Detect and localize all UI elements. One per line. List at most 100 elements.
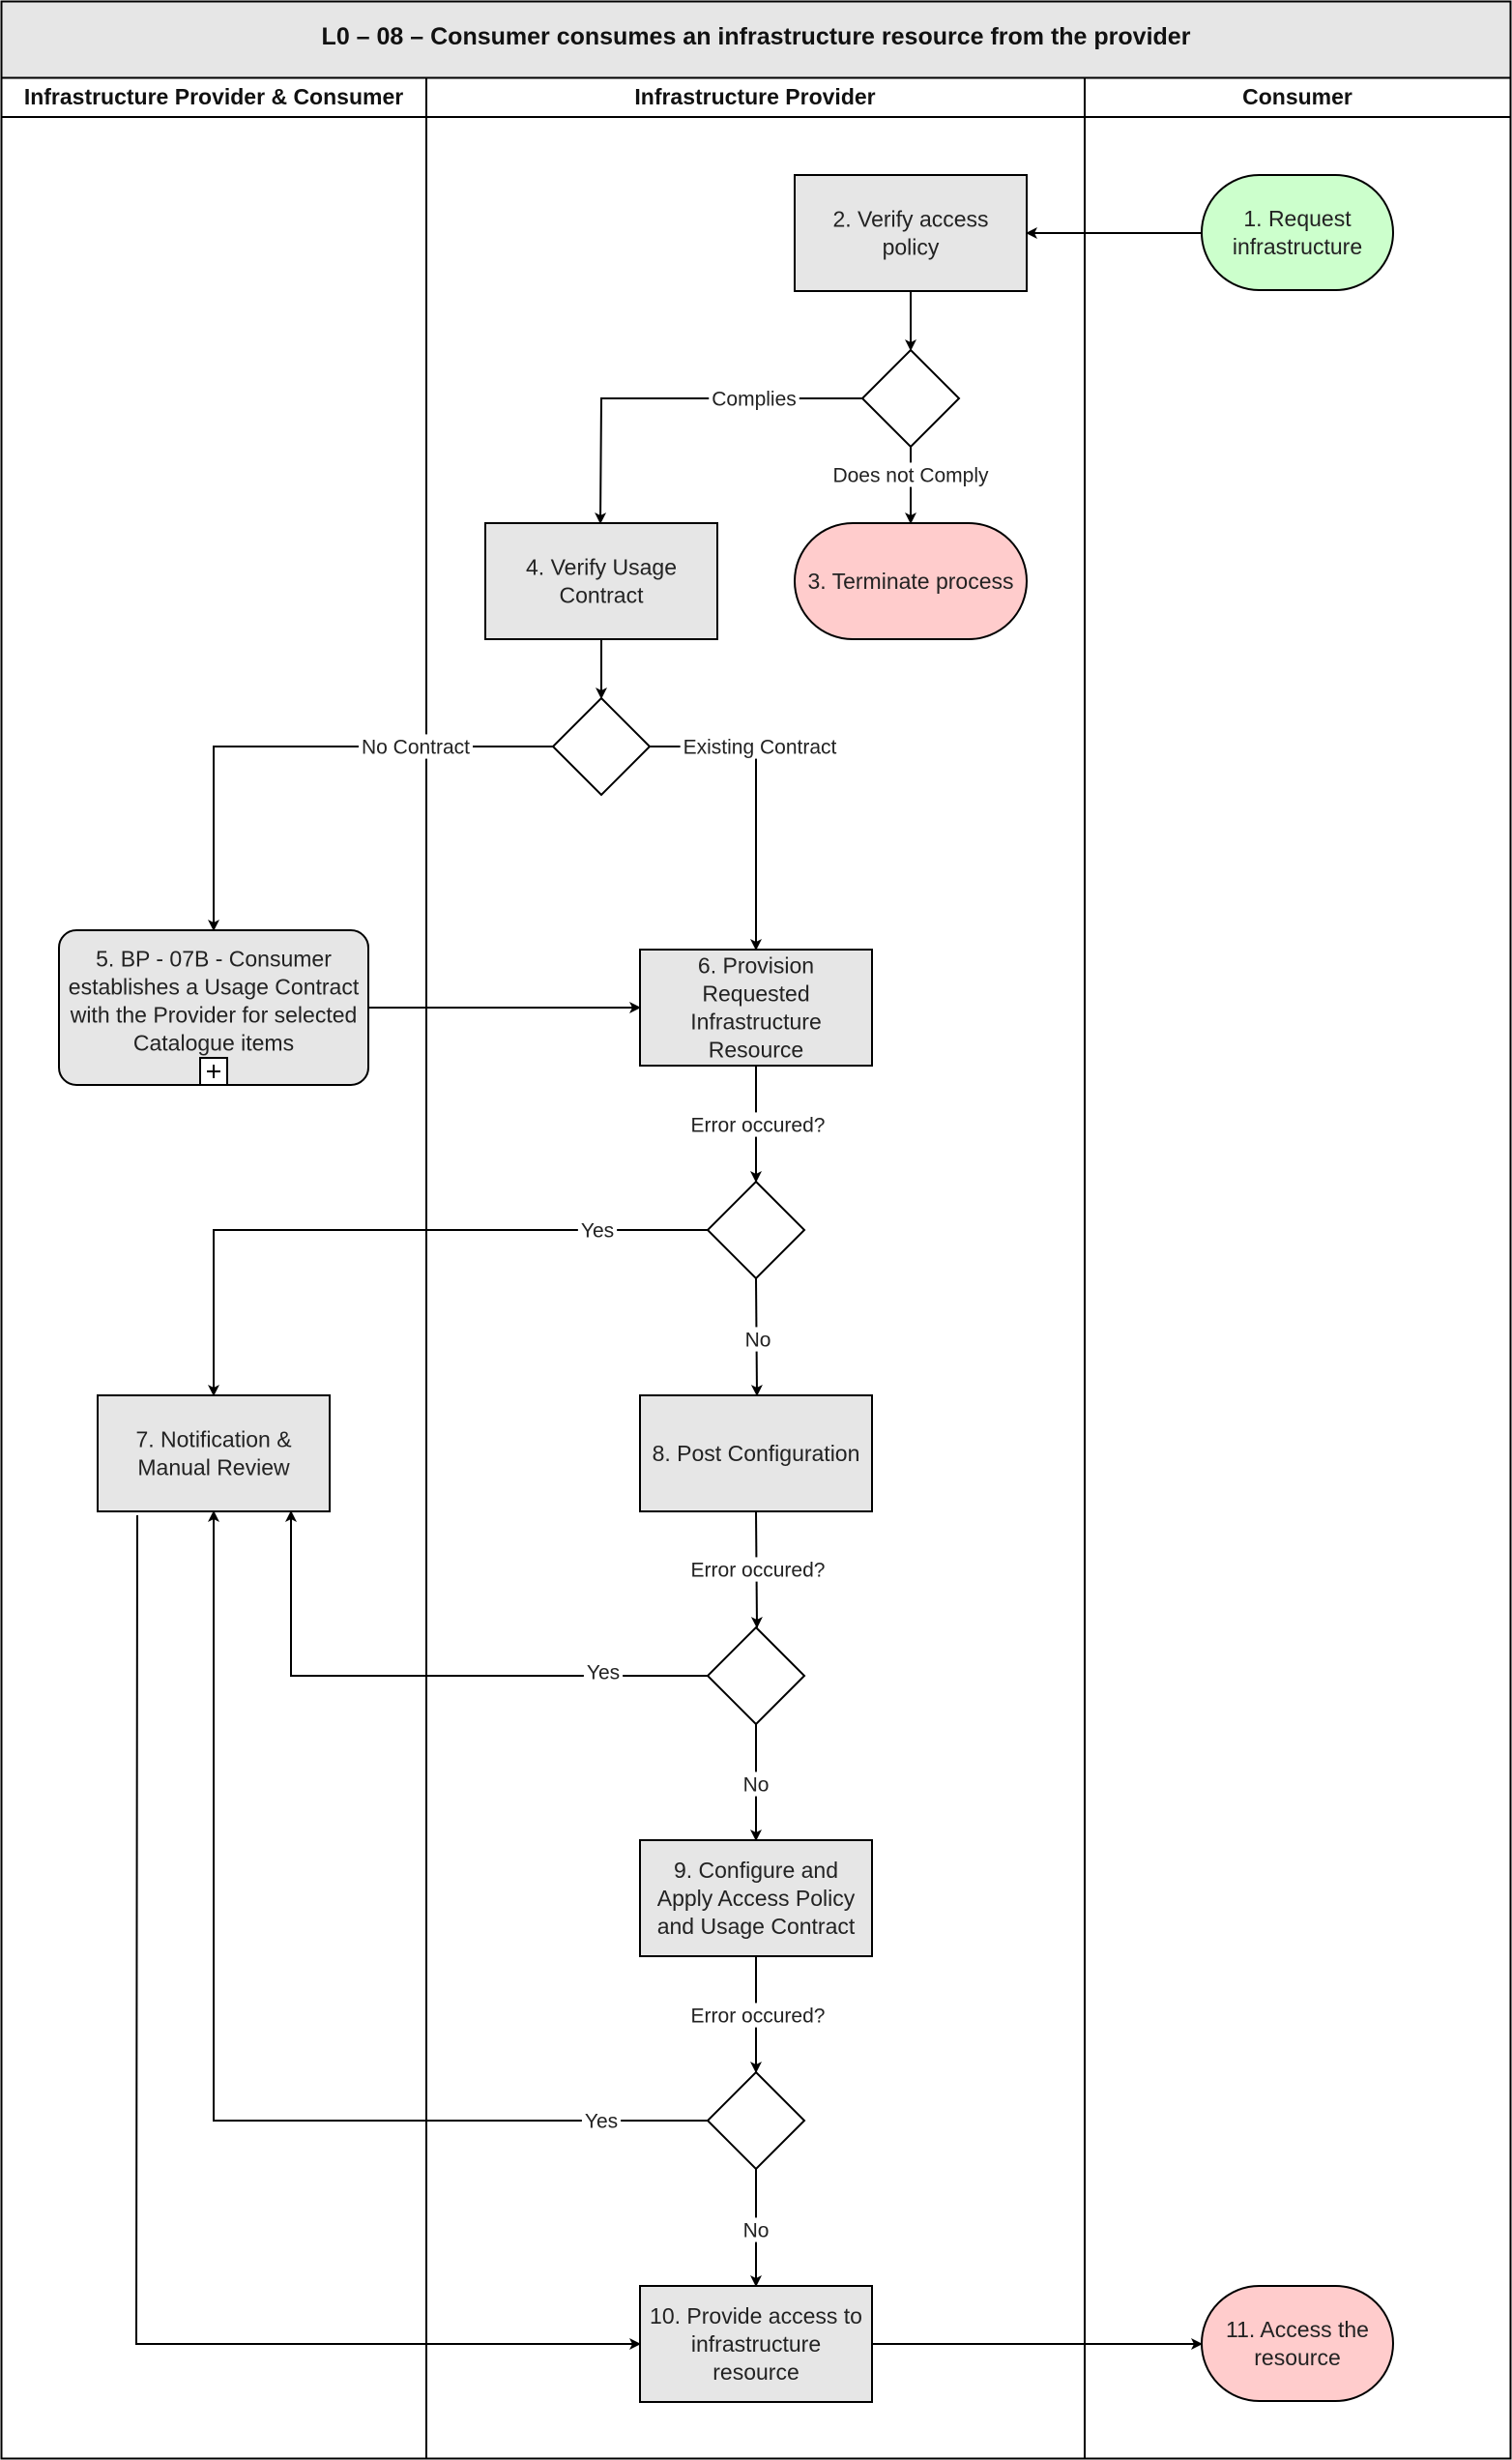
edge-label-text: No xyxy=(743,1773,770,1796)
edge-label-error-2: Error occured? xyxy=(687,1557,829,1582)
edge-label-bg xyxy=(740,2217,772,2242)
edge-label-text: Error occured? xyxy=(691,1114,826,1136)
edge-label-existing-contract: Existing Contract xyxy=(680,734,840,759)
edge-n7-to-n10 xyxy=(134,1514,641,2350)
decision-d1 xyxy=(860,348,961,449)
edge-label-text: Error occured? xyxy=(691,2005,826,2027)
node-shape-n8 xyxy=(639,1394,873,1512)
edge-label-bg xyxy=(680,734,840,759)
edge-d3-to-n7 xyxy=(208,1229,708,1396)
node-label-n10: infrastructure xyxy=(691,2331,821,2357)
edge-label-bg xyxy=(583,1659,624,1684)
nodes-layer: 1. Request infrastructure 2. Verify access… xyxy=(58,174,1394,2403)
edge-label-text: No xyxy=(745,1329,771,1351)
node-n2: 2. Verify access policy xyxy=(794,174,1028,292)
edge-label-no-2: No xyxy=(740,1772,772,1797)
node-shape-n2 xyxy=(794,174,1028,292)
node-label-n10: resource xyxy=(712,2359,799,2385)
edge-label-bg xyxy=(740,1772,772,1797)
edge-label-does-not-comply: Does not Comply xyxy=(829,462,992,487)
edge-label-bg xyxy=(687,1557,829,1582)
node-label-n8: 8. Post Configuration xyxy=(653,1441,860,1466)
edge-label-text: Error occured? xyxy=(691,1559,826,1581)
edge-label-text: Yes xyxy=(585,2110,618,2132)
edge-label-text: No xyxy=(743,2219,770,2241)
node-label-n9: Apply Access Policy xyxy=(657,1886,856,1911)
edge-label-error-1: Error occured? xyxy=(687,1112,829,1137)
node-shape-n6 xyxy=(639,949,873,1067)
lane-label-consumer: Consumer xyxy=(1242,84,1352,109)
decision-d2 xyxy=(551,696,652,797)
decision-d4 xyxy=(706,1625,806,1726)
node-label-n4: Contract xyxy=(560,583,645,608)
edge-label-bg xyxy=(687,1112,829,1137)
edge-label-text: Existing Contract xyxy=(683,736,837,758)
edge-label-no-contract: No Contract xyxy=(358,734,474,759)
edge-label-text: Yes xyxy=(587,1661,620,1684)
node-n5: 5. BP - 07B - Consumer establishes a Usag… xyxy=(58,929,369,1086)
edge-label-yes-3: Yes xyxy=(581,2108,622,2133)
node-n7: 7. Notification &Manual Review xyxy=(97,1394,331,1512)
node-shape-n10 xyxy=(639,2285,873,2403)
node-shape-n7 xyxy=(97,1394,331,1512)
node-label-n2: policy xyxy=(883,235,940,260)
edge-d5-to-n7 xyxy=(208,1510,708,2122)
node-label-n6: Requested xyxy=(702,981,809,1007)
edge-label-bg xyxy=(829,462,992,487)
edge-label-text: Complies xyxy=(712,388,797,410)
node-label-n9: and Usage Contract xyxy=(657,1914,856,1939)
node-label-n4: 4. Verify Usage xyxy=(526,555,677,580)
edge-label-yes-1: Yes xyxy=(577,1217,618,1243)
node-label-n1: 1. Request xyxy=(1243,206,1352,231)
node-label-n11: 11. Access the xyxy=(1226,2317,1369,2342)
node-shape-n3 xyxy=(794,522,1028,640)
node-n6: 6. ProvisionRequestedInfrastructureResou… xyxy=(639,949,873,1067)
edge-label-bg xyxy=(741,1327,774,1352)
edge-label-error-3: Error occured? xyxy=(687,2003,829,2028)
node-label-n5: with the Provider for selected xyxy=(70,1003,358,1028)
edge-label-text: Does not Comply xyxy=(832,464,989,486)
node-n3: 3. Terminate process xyxy=(794,522,1028,640)
edge-label-no-1: No xyxy=(741,1327,774,1352)
node-label-n6: Resource xyxy=(709,1038,803,1063)
node-label-n6: 6. Provision xyxy=(698,953,814,979)
edge-label-bg xyxy=(358,734,474,759)
node-n1: 1. Request infrastructure xyxy=(1201,174,1394,291)
edge-label-text: Yes xyxy=(581,1219,614,1242)
node-label-n11: resource xyxy=(1254,2345,1340,2370)
node-shape-n9 xyxy=(639,1839,873,1957)
node-label-n5: Catalogue items xyxy=(133,1031,294,1056)
edge-label-text: No Contract xyxy=(362,736,470,758)
edge-d4-to-n7 xyxy=(285,1510,708,1677)
node-n10: 10. Provide access to infrastructureresou… xyxy=(639,2285,873,2403)
node-label-n9: 9. Configure and xyxy=(674,1858,838,1883)
node-n11: 11. Access the resource xyxy=(1201,2285,1394,2402)
edge-label-bg xyxy=(581,2108,622,2133)
diagram-title: L0 – 08 – Consumer consumes an infrastru… xyxy=(322,23,1191,50)
decision-d5 xyxy=(706,2070,806,2171)
node-label-n6: Infrastructure xyxy=(690,1010,822,1035)
node-label-n3: 3. Terminate process xyxy=(807,569,1013,594)
edge-label-yes-2: Yes xyxy=(583,1659,624,1684)
edge-label-complies: Complies xyxy=(709,386,800,411)
node-n8: 8. Post Configuration xyxy=(639,1394,873,1512)
lane-label-provider-consumer: Infrastructure Provider & Consumer xyxy=(24,84,403,109)
edge-label-bg xyxy=(687,2003,829,2028)
node-shape-n1 xyxy=(1201,174,1394,291)
decision-d3 xyxy=(706,1180,806,1280)
node-label-n10: 10. Provide access to xyxy=(650,2303,862,2328)
node-label-n5: establishes a Usage Contract xyxy=(69,975,360,1000)
title-bar xyxy=(0,0,1512,79)
node-shape-n11 xyxy=(1201,2285,1394,2402)
node-label-n2: 2. Verify access xyxy=(832,207,988,232)
node-label-n1: infrastructure xyxy=(1233,234,1362,259)
edge-label-no-3: No xyxy=(740,2217,772,2242)
lane-label-provider: Infrastructure Provider xyxy=(634,84,875,109)
node-label-n5: 5. BP - 07B - Consumer xyxy=(96,947,332,972)
node-shape-n4 xyxy=(484,522,718,640)
edge-label-bg xyxy=(577,1217,618,1243)
